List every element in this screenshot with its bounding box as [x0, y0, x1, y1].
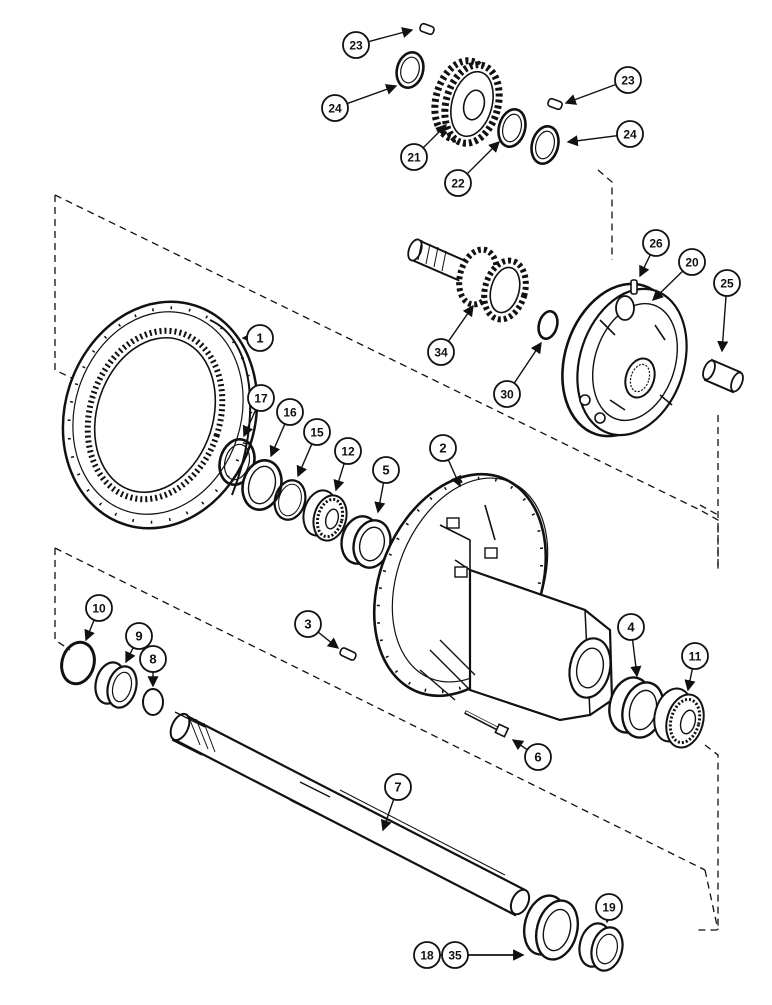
callout-label: 23: [621, 74, 635, 88]
callout-label: 6: [534, 750, 541, 765]
callout-label: 34: [434, 346, 448, 360]
callout-label: 5: [382, 463, 389, 478]
leader-c4: [633, 640, 637, 676]
callout-label: 35: [448, 949, 462, 963]
callout-c23a: 23: [343, 32, 369, 58]
leader-c16: [271, 424, 285, 456]
callout-label: 9: [135, 629, 142, 644]
bearing-cup-19: [575, 920, 627, 974]
plug-8: [143, 689, 163, 715]
callout-c18: 18: [414, 942, 440, 968]
pin-23-top: [419, 23, 435, 35]
callout-c5: 5: [373, 457, 399, 483]
callout-c23b: 23: [615, 67, 641, 93]
callout-c10: 10: [86, 595, 112, 621]
leader-c23a: [369, 30, 412, 42]
callout-c9: 9: [126, 623, 152, 649]
dowel-pin-3: [339, 647, 357, 661]
planet-carrier-20: [544, 269, 705, 451]
callout-c12: 12: [335, 438, 361, 464]
callout-c2: 2: [430, 435, 456, 461]
spacer-ring-16: [237, 456, 287, 514]
callout-c17: 17: [248, 385, 274, 411]
callout-label: 1: [256, 331, 263, 346]
callout-c19: 19: [596, 894, 622, 920]
callout-c16: 16: [277, 399, 303, 425]
leader-c5: [378, 483, 384, 512]
callout-label: 15: [310, 426, 324, 440]
planet-gear-21: [427, 55, 508, 150]
bolt-6: [465, 712, 508, 737]
callout-c15: 15: [304, 419, 330, 445]
leader-c23b: [566, 85, 616, 103]
leader-c6: [513, 740, 527, 750]
callout-c8: 8: [140, 646, 166, 672]
callout-c24a: 24: [322, 95, 348, 121]
shaft-pin-25: [701, 359, 746, 393]
callout-label: 24: [623, 128, 637, 142]
washer-24-right: [528, 123, 563, 166]
callout-c22: 22: [445, 170, 471, 196]
callout-c25: 25: [714, 270, 740, 296]
callout-label: 3: [304, 617, 311, 632]
callout-label: 16: [283, 406, 297, 420]
callout-c34: 34: [428, 339, 454, 365]
bearing-cup-9: [91, 659, 141, 711]
hub-housing: [343, 448, 616, 721]
leader-c24a: [347, 86, 396, 104]
leader-c34: [448, 306, 473, 341]
callout-label: 26: [649, 237, 663, 251]
callout-label: 17: [254, 392, 268, 406]
leader-c11: [688, 669, 692, 690]
pin-23-right: [547, 98, 563, 110]
callout-c35: 35: [442, 942, 468, 968]
leader-c30: [514, 343, 541, 383]
leader-c9: [126, 648, 133, 662]
pin-26: [631, 280, 637, 294]
callout-c11: 11: [682, 643, 708, 669]
callout-label: 7: [394, 780, 401, 795]
callout-label: 8: [149, 652, 156, 667]
callout-c6: 6: [525, 744, 551, 770]
callout-label: 24: [328, 102, 342, 116]
leader-c20: [653, 271, 683, 300]
leader-c26: [640, 255, 650, 276]
leader-c15: [298, 444, 312, 476]
callout-label: 4: [627, 620, 635, 635]
leader-c12: [336, 463, 344, 490]
callout-label: 2: [439, 441, 446, 456]
washer-24-left: [393, 49, 427, 91]
leader-c22: [467, 142, 499, 174]
callout-c30: 30: [494, 381, 520, 407]
callout-c21: 21: [401, 144, 427, 170]
callout-label: 23: [349, 39, 363, 53]
callout-label: 18: [420, 949, 434, 963]
callout-label: 11: [689, 650, 702, 664]
callout-c24b: 24: [617, 121, 643, 147]
callout-c26: 26: [643, 230, 669, 256]
axle-shaft-7: [167, 711, 533, 917]
callout-c1: 1: [247, 325, 273, 351]
callout-label: 10: [92, 602, 106, 616]
snap-ring-30: [536, 309, 561, 341]
callout-c7: 7: [385, 774, 411, 800]
callout-c4: 4: [618, 614, 644, 640]
callout-label: 21: [407, 151, 421, 165]
callout-label: 19: [602, 901, 616, 915]
callout-label: 12: [341, 445, 355, 459]
callout-label: 22: [451, 177, 465, 191]
callout-label: 30: [500, 388, 514, 402]
callout-label: 20: [685, 256, 699, 270]
leader-c10: [86, 620, 94, 640]
leader-c3: [318, 632, 338, 648]
leader-c24b: [568, 136, 617, 142]
leader-c25: [722, 296, 726, 351]
ring-gear: [34, 276, 286, 553]
callout-c3: 3: [295, 611, 321, 637]
callout-c20: 20: [679, 249, 705, 275]
callout-label: 25: [720, 277, 734, 291]
